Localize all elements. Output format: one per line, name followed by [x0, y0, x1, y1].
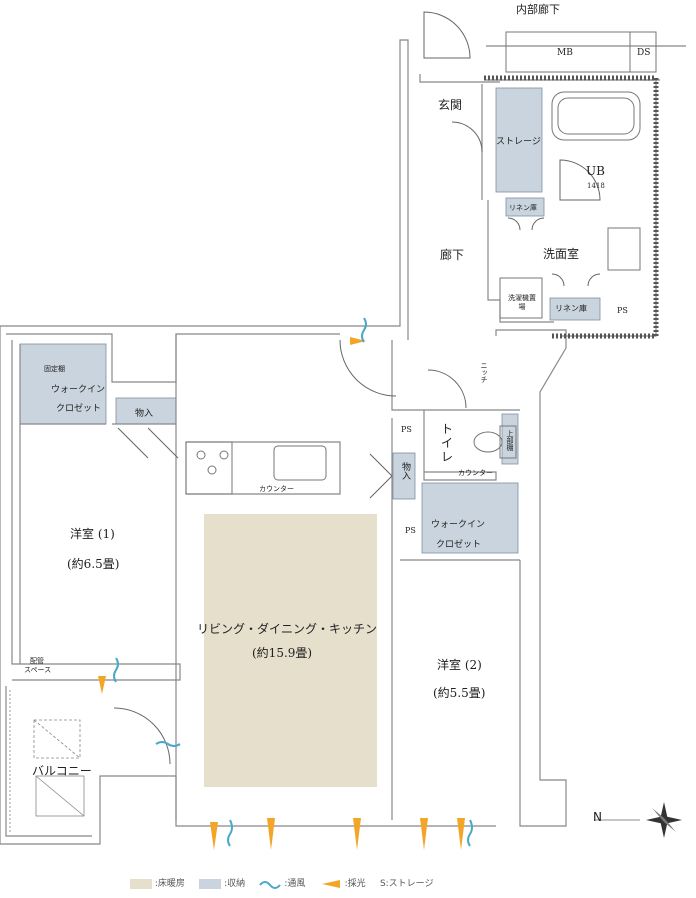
label-ds: DS — [637, 48, 651, 58]
label-ub: UB — [586, 164, 605, 178]
label-linen-2: リネン庫 — [555, 304, 587, 313]
legend-floor-heating: :床暖房 — [154, 879, 185, 889]
label-niche: ニッチ — [480, 362, 488, 383]
daylight-markers — [98, 337, 465, 850]
legend-storage: :収納 — [224, 879, 246, 889]
label-mb: MB — [557, 48, 573, 58]
legend-daylight: :採光 — [344, 879, 366, 889]
label-corridor: 廊下 — [440, 248, 465, 262]
label-wic2-line2: クロゼット — [436, 540, 482, 550]
label-ps-2: PS — [405, 526, 416, 535]
label-storage-mono-1: 物入 — [135, 409, 154, 419]
label-fixed-shelf: 固定棚 — [44, 365, 65, 373]
compass-rose — [594, 802, 682, 838]
compass-north-label: N — [593, 810, 602, 824]
balcony-details — [9, 690, 85, 832]
label-ub-size: 1418 — [587, 182, 605, 190]
bath-wall — [484, 75, 659, 339]
label-storage: ストレージ — [496, 137, 541, 147]
label-ldk-name: リビング・ダイニング・キッチン — [197, 622, 378, 636]
label-ps-1: PS — [401, 425, 412, 434]
floor-heating-area — [204, 514, 377, 787]
legend-ventilation: :通風 — [284, 879, 306, 889]
label-room1-name: 洋室 (1) — [70, 527, 115, 541]
ventilation-markers — [113, 317, 473, 847]
label-kitchen-counter: カウンター — [259, 485, 294, 493]
label-room2-name: 洋室 (2) — [437, 658, 482, 672]
label-toilet: トイレ — [441, 422, 454, 464]
label-room1-size: (約6.5畳) — [67, 557, 120, 571]
label-room2-size: (約5.5畳) — [433, 686, 486, 700]
label-storage-mono-2: 物入 — [400, 462, 410, 480]
label-ps-wash: PS — [617, 306, 628, 315]
label-balcony: バルコニー — [32, 764, 92, 778]
doors — [113, 11, 601, 765]
label-linen-1: リネン庫 — [509, 204, 537, 212]
label-wic2-line1: ウォークイン — [431, 520, 486, 530]
label-toilet-counter: カウンター — [458, 469, 493, 477]
label-upper-shelf: 上部棚 — [506, 430, 514, 451]
fixtures — [185, 31, 657, 495]
legend: :床暖房 :収納 :通風 :採光 S:ストレージ — [130, 876, 434, 889]
legend-storage-s: S:ストレージ — [379, 879, 434, 889]
label-ldk-size: (約15.9畳) — [252, 646, 313, 660]
legend-ventilation-icon — [259, 880, 282, 889]
label-pipe-line1: 配管 — [30, 657, 44, 665]
legend-storage-swatch — [199, 878, 222, 889]
label-genkan: 玄関 — [438, 98, 463, 112]
legend-floor-heating-swatch — [130, 878, 152, 889]
label-wic1-line1: ウォークイン — [51, 385, 106, 395]
legend-daylight-icon — [321, 879, 340, 888]
label-wic1-line2: クロゼット — [56, 404, 102, 414]
label-laundry: 洗濯機置場 — [508, 294, 536, 311]
label-pipe-line2: スペース — [24, 666, 52, 674]
label-washroom: 洗面室 — [543, 247, 580, 261]
storage-fills — [19, 87, 601, 554]
label-inner-corridor: 内部廊下 — [516, 3, 560, 16]
